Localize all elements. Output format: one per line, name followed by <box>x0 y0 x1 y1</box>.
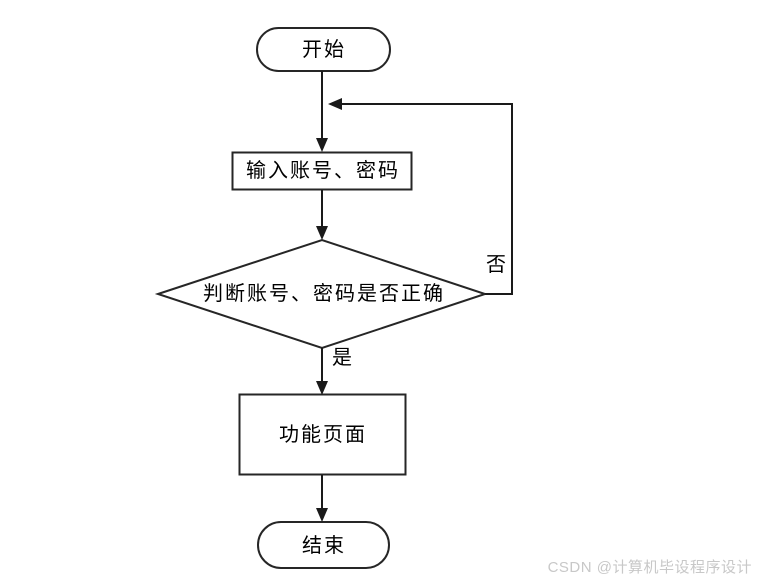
arrowhead-into-decision <box>316 226 328 240</box>
input-node-shape <box>231 151 413 191</box>
arrowhead-into-input <box>316 138 328 152</box>
end-node-label: 结束 <box>302 535 346 557</box>
decision-node-label: 判断账号、密码是否正确 <box>203 283 445 305</box>
start-node-shape <box>256 27 391 72</box>
connector-no-loopback <box>342 103 513 295</box>
arrowhead-into-end <box>316 508 328 522</box>
branch-label-no: 否 <box>486 254 506 276</box>
csdn-watermark: CSDN @计算机毕设程序设计 <box>547 559 752 576</box>
arrowhead-loopback-left <box>328 98 342 110</box>
end-node-shape <box>257 521 390 569</box>
branch-label-yes: 是 <box>332 347 352 369</box>
function-page-node-shape <box>238 393 407 476</box>
input-node-label: 输入账号、密码 <box>246 160 400 182</box>
start-node-label: 开始 <box>302 39 346 61</box>
arrowhead-into-function <box>316 381 328 395</box>
function-page-node-label: 功能页面 <box>279 424 367 446</box>
